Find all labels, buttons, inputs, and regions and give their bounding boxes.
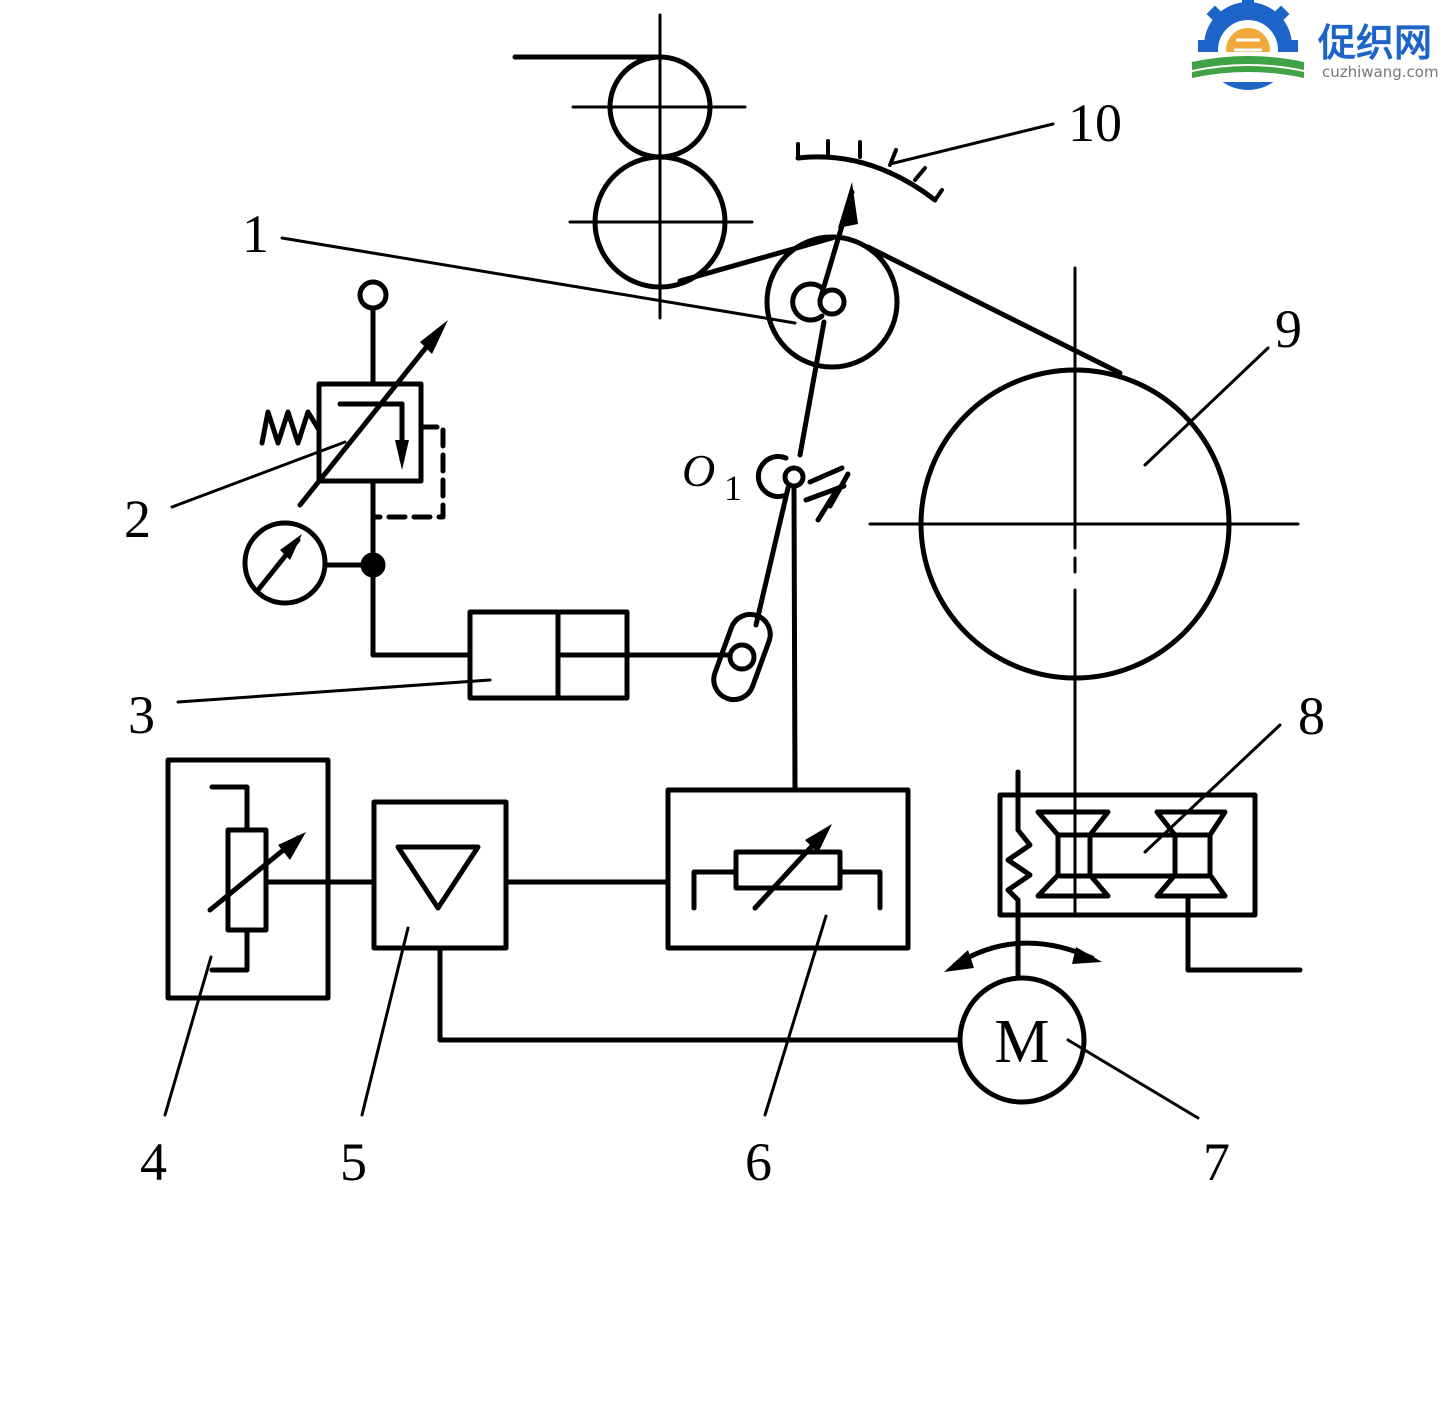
- gearbox: [997, 769, 1303, 978]
- motor: [437, 945, 1087, 1105]
- motor-symbol: M: [994, 1008, 1049, 1076]
- label-3: 3: [128, 685, 155, 745]
- label-5: 5: [340, 1132, 367, 1192]
- gear-icon: [1190, 0, 1308, 90]
- label-6: 6: [745, 1132, 772, 1192]
- label-7: 7: [1203, 1132, 1230, 1192]
- pivot-label-subscript: 1: [724, 468, 742, 508]
- pivot-lever: [753, 454, 851, 793]
- amplifier: [371, 799, 671, 951]
- pressure-gauge: [242, 520, 328, 606]
- label-9: 9: [1275, 299, 1302, 359]
- watermark-domain: cuzhiwang.com: [1322, 63, 1439, 81]
- label-1: 1: [242, 204, 269, 264]
- yarn-path: [677, 235, 1123, 376]
- label-10: 10: [1068, 93, 1122, 153]
- watermark-logo: 促织网 cuzhiwang.com: [1190, 0, 1439, 90]
- watermark-name: 促织网: [1317, 21, 1432, 65]
- label-2: 2: [124, 489, 151, 549]
- label-8: 8: [1298, 686, 1325, 746]
- dancer-roller: [764, 182, 900, 458]
- relief-valve: [259, 279, 473, 658]
- feed-rollers: [512, 13, 754, 320]
- label-4: 4: [140, 1132, 167, 1192]
- warp-beam: [868, 266, 1300, 914]
- rotation-arrow: [944, 940, 1102, 972]
- leader-lines: [163, 122, 1282, 1120]
- hydraulic-cylinder: [467, 609, 733, 701]
- tension-scale: [795, 139, 944, 203]
- reference-potentiometer: [165, 757, 377, 1001]
- feedback-potentiometer: [665, 787, 911, 951]
- pivot-label: O: [682, 445, 715, 496]
